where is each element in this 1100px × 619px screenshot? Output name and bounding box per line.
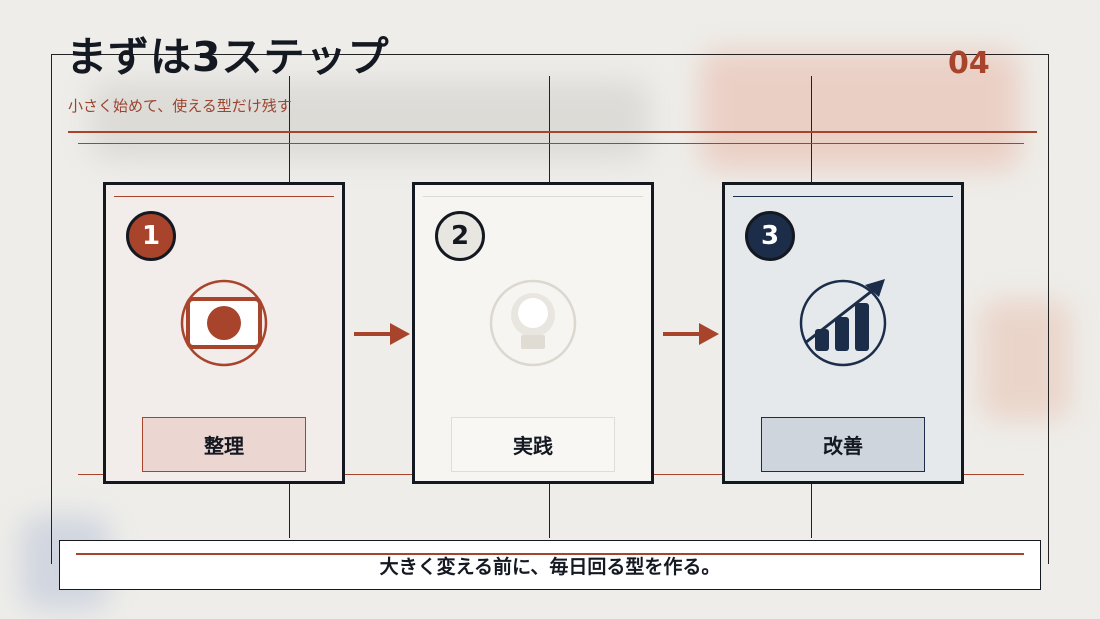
frame-line [51, 54, 1049, 55]
step-number-badge: 2 [435, 211, 485, 261]
card-top-line [733, 196, 953, 197]
arrow-right-icon [354, 323, 410, 345]
slide-subtitle: 小さく始めて、使える型だけ残す [68, 97, 292, 115]
step-number-badge: 1 [126, 211, 176, 261]
step-label: 整理 [142, 417, 306, 472]
background-blur [700, 50, 1020, 170]
step-card-improve: 3 改善 [722, 182, 964, 484]
arrow-right-icon [663, 323, 719, 345]
summary-banner: 大きく変える前に、毎日回る型を作る。 [59, 540, 1041, 590]
practice-icon [489, 279, 577, 367]
card-top-line [423, 196, 643, 197]
page-number: 04 [948, 46, 990, 81]
improve-icon [799, 279, 887, 367]
frame-line [1048, 54, 1049, 564]
card-top-line [114, 196, 334, 197]
step-card-organize: 1 整理 [103, 182, 345, 484]
frame-line [51, 54, 52, 564]
slide-title: まずは3ステップ [66, 33, 390, 81]
step-label: 改善 [761, 417, 925, 472]
banner-text: 大きく変える前に、毎日回る型を作る。 [379, 556, 721, 578]
banner-rule [76, 553, 1024, 555]
step-number-badge: 3 [745, 211, 795, 261]
step-label: 実践 [451, 417, 615, 472]
organize-icon [180, 279, 268, 367]
header-rule [68, 131, 1037, 133]
background-blur [90, 80, 650, 160]
header-rule [78, 143, 1024, 144]
step-card-practice: 2 実践 [412, 182, 654, 484]
background-blur [980, 300, 1070, 420]
